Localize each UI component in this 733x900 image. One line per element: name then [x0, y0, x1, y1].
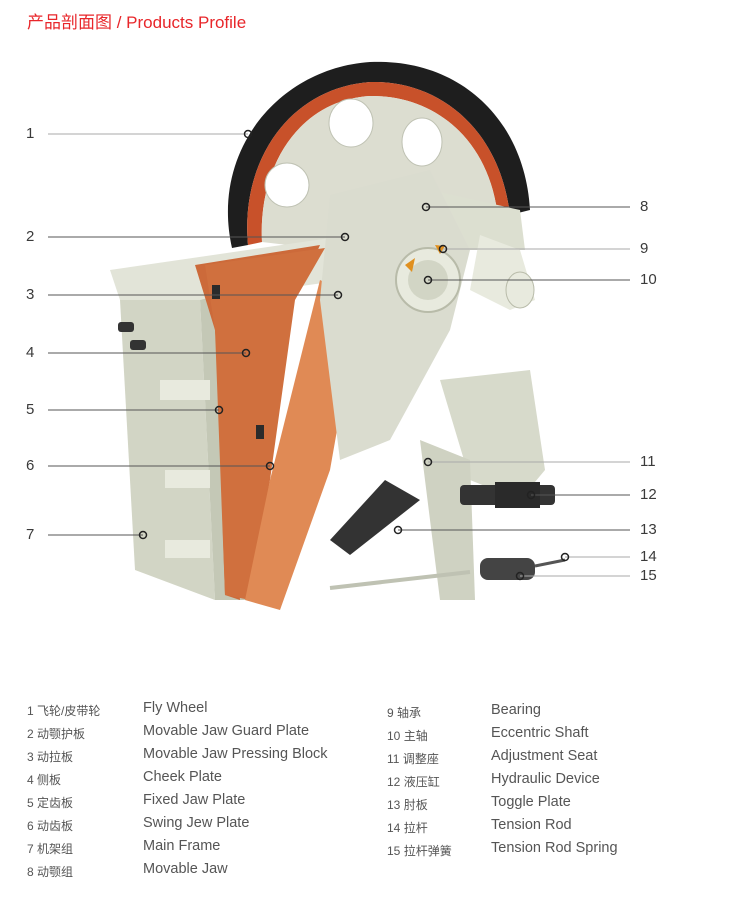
flywheel-hole — [264, 162, 310, 208]
legend-num: 1 — [27, 704, 34, 718]
legend-zh: 机架组 — [37, 842, 74, 856]
legend-zh: 拉杆弹簧 — [403, 844, 452, 858]
jaw-crusher-diagram — [48, 61, 630, 610]
legend-en: Tension Rod Spring — [491, 840, 618, 856]
tension-spring — [480, 558, 535, 580]
legend-num: 7 — [27, 842, 34, 856]
flywheel-hole — [401, 117, 443, 167]
legend-num: 11 — [387, 752, 400, 766]
marker-8 — [421, 202, 431, 212]
callout-number-12: 12 — [640, 486, 657, 503]
legend-zh: 动拉板 — [37, 750, 74, 764]
fixed-jaw-plate — [205, 248, 325, 600]
legend-zh: 飞轮/皮带轮 — [37, 704, 101, 718]
legend-en: Eccentric Shaft — [491, 725, 589, 741]
legend-en: Fly Wheel — [143, 700, 208, 716]
legend-en: Fixed Jaw Plate — [143, 792, 246, 808]
legend-num: 15 — [387, 844, 401, 858]
legend-num: 9 — [387, 706, 394, 720]
marker-6 — [265, 461, 275, 471]
callout-number-13: 13 — [640, 521, 657, 538]
legend-num: 6 — [27, 819, 34, 833]
callout-number-14: 14 — [640, 548, 657, 565]
callout-number-4: 4 — [26, 344, 35, 361]
flywheel-belt — [227, 61, 530, 249]
marker-15 — [515, 571, 525, 581]
marker-3 — [333, 290, 343, 300]
callout-number-3: 3 — [26, 286, 35, 303]
callout-markers — [138, 129, 570, 581]
callout-number-15: 15 — [640, 567, 657, 584]
legend-en: Movable Jaw Pressing Block — [143, 746, 328, 762]
tension-rod — [329, 570, 471, 590]
legend-num: 14 — [387, 821, 401, 835]
legend-num: 8 — [27, 865, 34, 879]
marker-10 — [423, 275, 433, 285]
legend-en: Movable Jaw — [143, 861, 228, 877]
legend-en: Adjustment Seat — [491, 748, 598, 764]
legend-zh: 动颚组 — [37, 865, 74, 879]
shaft-end — [505, 271, 535, 309]
callout-number-1: 1 — [26, 125, 35, 142]
flywheel-hole — [328, 98, 374, 148]
legend-en: Main Frame — [143, 838, 221, 854]
legend-num: 12 — [387, 775, 401, 789]
legend-zh: 液压缸 — [403, 775, 440, 789]
callout-number-11: 11 — [640, 453, 656, 470]
marker-7 — [138, 530, 148, 540]
callout-number-2: 2 — [26, 228, 35, 245]
legend-en: Tension Rod — [491, 817, 572, 833]
legend-zh: 动齿板 — [37, 819, 74, 833]
leader-lines — [48, 133, 630, 577]
marker-2 — [340, 232, 350, 242]
callout-number-6: 6 — [26, 457, 35, 474]
marker-4 — [241, 348, 251, 358]
toggle-plate — [330, 480, 420, 555]
legend-en: Bearing — [491, 702, 541, 718]
legend-en: Cheek Plate — [143, 769, 222, 785]
marker-5 — [214, 405, 224, 415]
legend-num: 4 — [27, 773, 34, 787]
legend-left: 1 飞轮/皮带轮 Fly Wheel 2 动颚护板 Movable Jaw Guar… — [27, 700, 367, 885]
marker-13 — [393, 525, 403, 535]
marker-14 — [560, 552, 570, 562]
marker-1 — [243, 129, 253, 139]
legend-zh: 肘板 — [403, 798, 428, 812]
legend-en: Movable Jaw Guard Plate — [143, 723, 310, 739]
movable-jaw — [320, 170, 470, 460]
legend-zh: 定齿板 — [37, 796, 74, 810]
legend-en: Swing Jew Plate — [143, 815, 250, 831]
page-title: 产品剖面图 / Products Profile — [27, 13, 247, 32]
legend-num: 5 — [27, 796, 34, 810]
marker-9 — [438, 244, 448, 254]
legend-zh: 动颚护板 — [37, 727, 86, 741]
legend-num: 10 — [387, 729, 401, 743]
callout-number-5: 5 — [26, 401, 35, 418]
legend-num: 3 — [27, 750, 34, 764]
callout-number-9: 9 — [640, 240, 649, 257]
legend-zh: 调整座 — [402, 752, 439, 766]
callout-number-7: 7 — [26, 526, 35, 543]
legend-num: 13 — [387, 798, 401, 812]
legend-zh: 主轴 — [403, 729, 428, 743]
legend-en: Hydraulic Device — [491, 771, 600, 787]
legend-right: 9 轴承 Bearing 10 主轴 Eccentric Shaft 11 调整座 A… — [387, 702, 727, 872]
legend-en: Toggle Plate — [491, 794, 571, 810]
callout-number-8: 8 — [640, 198, 649, 215]
legend-zh: 侧板 — [37, 773, 62, 787]
legend-zh: 轴承 — [397, 706, 422, 720]
legend-zh: 拉杆 — [403, 821, 428, 835]
legend-num: 2 — [27, 727, 34, 741]
marker-12 — [526, 490, 536, 500]
callout-number-10: 10 — [640, 271, 657, 288]
marker-11 — [423, 457, 433, 467]
